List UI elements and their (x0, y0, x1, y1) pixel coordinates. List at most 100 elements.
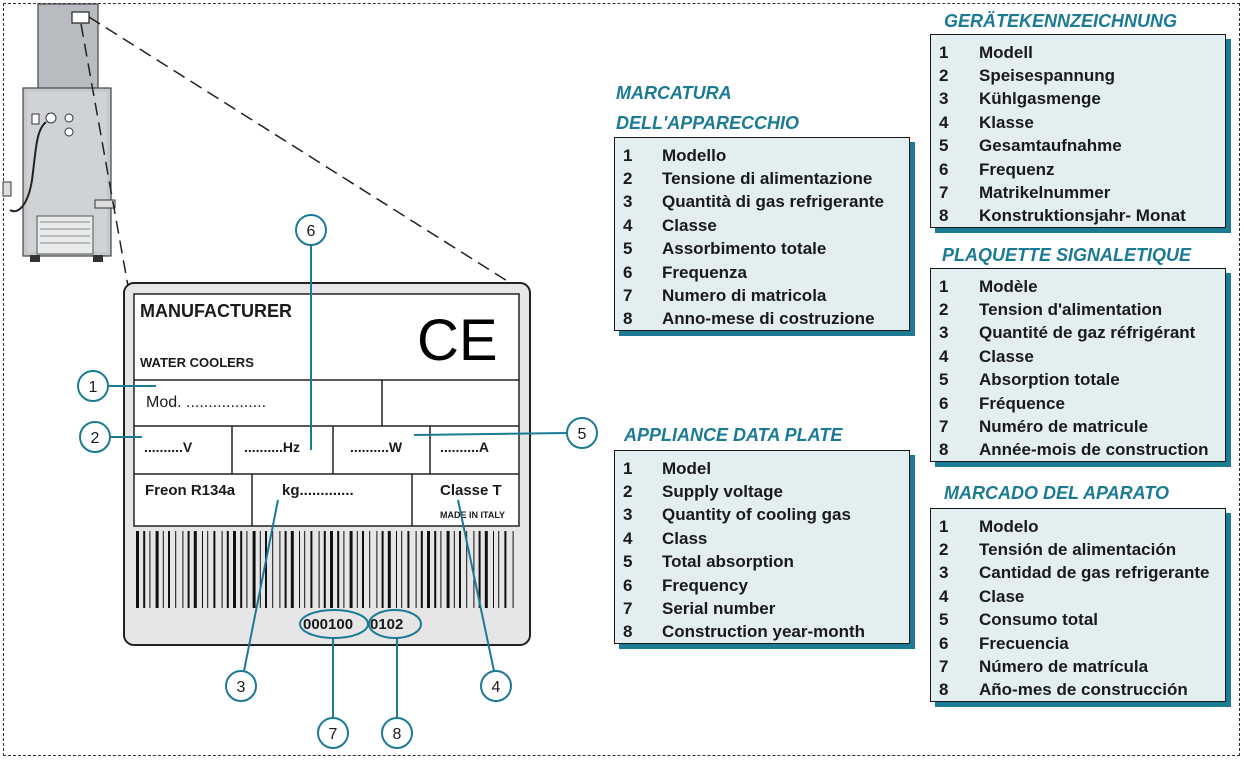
legend-it-label: Frequenza (662, 262, 748, 282)
legend-it-label: Assorbimento totale (662, 239, 827, 259)
legend-en-num: 4 (623, 528, 633, 548)
date-highlight-oval (368, 609, 422, 639)
callout-5: 5 (566, 417, 598, 449)
legend-fr-num: 6 (939, 393, 949, 413)
legend-en-label: Total absorption (662, 552, 794, 572)
legend-fr-num: 7 (939, 417, 949, 437)
legend-it-label: Classe (662, 215, 717, 235)
legend-de-label: Konstruktionsjahr- Monat (979, 206, 1186, 226)
callout-1: 1 (77, 370, 109, 402)
legend-it-num: 5 (623, 239, 633, 259)
leader-line-3 (243, 499, 279, 672)
legend-en-num: 5 (623, 552, 633, 572)
callout-3: 3 (225, 670, 257, 702)
legend-de-num: 7 (939, 183, 949, 203)
barcode-bar (175, 531, 177, 608)
plate-manufacturer: MANUFACTURER (140, 301, 292, 321)
legend-es-item: 4 Clase (931, 585, 1225, 608)
legend-fr-num: 5 (939, 370, 949, 390)
barcode-bar (387, 531, 391, 608)
barcode-bar (407, 531, 410, 608)
plate-watt-field: ..........W (350, 439, 403, 455)
legend-de-label: Modell (979, 42, 1033, 62)
barcode-bar (149, 531, 151, 608)
barcode-bar (446, 531, 450, 608)
barcode-bar (136, 531, 139, 608)
barcode-bar (478, 531, 481, 608)
barcode-bar (279, 531, 281, 608)
legend-en-num: 7 (623, 599, 633, 619)
legend-en-item: 5 Total absorption (615, 551, 909, 574)
legend-title-it-line2: DELL'APPARECCHIO (616, 113, 799, 133)
legend-en-label: Construction year-month (662, 622, 866, 642)
legend-it-num: 2 (623, 169, 633, 189)
legend-es-label: Consumo total (979, 610, 1098, 630)
legend-it-num: 8 (623, 309, 633, 329)
legend-it-num: 4 (623, 215, 633, 235)
barcode-bar (318, 531, 320, 608)
legend-de-num: 6 (939, 159, 949, 179)
barcode-bar (299, 531, 300, 608)
plate-date-code: 0102 (370, 616, 403, 633)
legend-en-num: 3 (623, 505, 633, 525)
barcode-bar (202, 531, 203, 608)
barcode-bar (473, 531, 475, 608)
barcode-bar (415, 531, 417, 608)
legend-es-label: Número de matrícula (979, 657, 1149, 677)
legend-es-item: 5 Consumo total (931, 609, 1225, 632)
legend-es-num: 1 (939, 516, 949, 536)
barcode-bar (498, 531, 500, 608)
legend-es-num: 4 (939, 586, 949, 606)
plate-model-field: Mod. .................. (146, 394, 266, 411)
callout-6-label: 6 (307, 223, 316, 240)
legend-es-num: 8 (939, 680, 949, 700)
legend-es-label: Tensión de alimentación (979, 540, 1177, 560)
barcode-bar (246, 531, 248, 608)
barcode-bar (221, 531, 223, 608)
legend-it-label: Tensione di alimentazione (662, 169, 873, 189)
barcode-bar (512, 531, 514, 608)
legend-es-num: 5 (939, 610, 949, 630)
barcode-bar (272, 531, 274, 608)
legend-fr-label: Numéro de matricule (979, 417, 1149, 437)
legend-fr-num: 1 (939, 276, 949, 296)
barcode-bar (182, 531, 184, 608)
legend-de-num: 5 (939, 136, 949, 156)
barcode-bar (143, 531, 146, 608)
legend-fr-label: Absorption totale (979, 370, 1120, 390)
plate-class-field: Classe T (440, 482, 502, 499)
legend-es-num: 3 (939, 563, 949, 583)
legend-fr-label: Tension d'alimentation (979, 300, 1163, 320)
plate-kg-field: kg............. (282, 482, 354, 499)
leader-lines (108, 245, 569, 718)
barcode-bar (504, 531, 507, 608)
barcode-bar (459, 531, 461, 608)
barcode-bar (226, 531, 229, 608)
legend-en-num: 2 (623, 482, 633, 502)
barcode-bar (233, 531, 236, 608)
legend-es-label: Año-mes de construcción (979, 680, 1188, 700)
barcode-bar (427, 531, 430, 608)
legend-es-label: Cantidad de gas refrigerante (979, 563, 1210, 583)
callout-8-label: 8 (393, 726, 402, 743)
legend-es-label: Clase (979, 586, 1025, 606)
legend-fr-num: 4 (939, 346, 949, 366)
legend-it-num: 1 (623, 145, 633, 165)
plate-volt-field: ..........V (144, 439, 193, 455)
